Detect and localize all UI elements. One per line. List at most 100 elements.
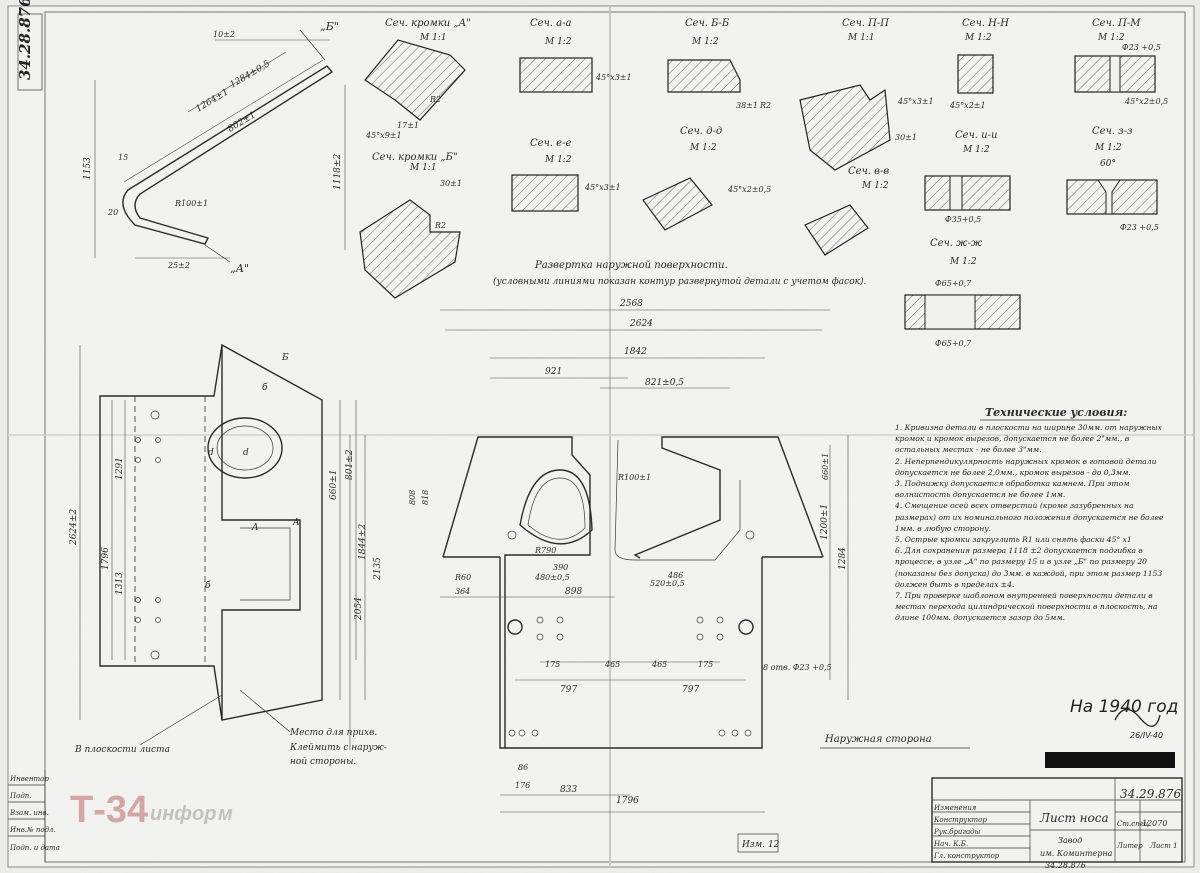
svg-text:Сеч. Н-Н: Сеч. Н-Н	[962, 18, 1009, 29]
section-d-d: Сеч. д-д М 1:2 45°x2±0,5	[642, 126, 771, 231]
svg-text:R2: R2	[759, 101, 771, 110]
svg-text:М 1:1: М 1:1	[847, 33, 875, 43]
svg-text:М 1:2: М 1:2	[949, 257, 977, 267]
section-edge-A: Сеч. кромки „А" М 1:1 45°x9±1 R2 17±1	[364, 18, 471, 140]
section-v-v: Сеч. в-в М 1:2	[804, 166, 889, 256]
svg-text:Изменения: Изменения	[933, 804, 977, 812]
svg-text:390: 390	[553, 563, 568, 572]
svg-text:797: 797	[682, 685, 699, 695]
svg-text:808: 808	[408, 490, 417, 505]
svg-text:R100±1: R100±1	[617, 473, 651, 482]
svg-text:1291: 1291	[115, 457, 125, 480]
svg-text:Сеч. д-д: Сеч. д-д	[680, 126, 722, 137]
svg-text:25±2: 25±2	[167, 261, 190, 270]
svg-text:Сеч. ж-ж: Сеч. ж-ж	[930, 238, 983, 249]
svg-text:1200±1: 1200±1	[820, 504, 830, 540]
tech-item: 4. Смещение осей всех отверстий (кроме з…	[895, 501, 1164, 533]
svg-text:1153: 1153	[83, 157, 93, 180]
signature-area: На 1940 год 26/IV-40	[1045, 697, 1178, 768]
development-note: (условными линиями показан контур развер…	[493, 276, 866, 287]
svg-text:60°: 60°	[1100, 159, 1116, 169]
svg-text:Сеч. е-е: Сеч. е-е	[530, 138, 571, 149]
svg-text:им. Коминтерна: им. Коминтерна	[1040, 849, 1113, 858]
svg-text:1284: 1284	[838, 547, 848, 570]
svg-text:1842: 1842	[624, 347, 647, 357]
svg-text:2624: 2624	[629, 319, 653, 329]
svg-text:Ф23 +0,5: Ф23 +0,5	[1120, 223, 1159, 232]
svg-text:2135: 2135	[373, 557, 383, 581]
svg-text:797: 797	[560, 685, 577, 695]
section-p-m: Сеч. П-М М 1:2 Ф23 +0,5 45°x2±0,5	[1074, 18, 1168, 106]
svg-text:б: б	[205, 580, 211, 591]
section-n-n: Сеч. Н-Н М 1:2 45°x2±1	[949, 18, 1009, 110]
svg-text:176: 176	[515, 781, 530, 790]
svg-text:R100±1: R100±1	[174, 199, 208, 208]
svg-text:М 1:1: М 1:1	[419, 33, 447, 43]
development-view: 2568 2624 1842 921 821±0,5 1796 898 833 …	[349, 299, 970, 813]
svg-text:Т-34: Т-34	[70, 789, 148, 831]
tech-item: 1. Кривизна детали в плоскости на ширине…	[895, 423, 1162, 455]
margin-label: Взам. инв.	[9, 809, 49, 817]
svg-text:486: 486	[667, 571, 683, 580]
rotated-drawing-number: 34.28.876	[16, 0, 34, 80]
svg-text:15: 15	[118, 153, 128, 162]
svg-text:38±1: 38±1	[736, 101, 758, 110]
svg-text:Место для прихв.: Место для прихв.	[289, 728, 377, 738]
svg-text:Ст.спец: Ст.спец	[1117, 820, 1149, 828]
svg-text:821±0,5: 821±0,5	[645, 378, 684, 388]
svg-text:520±0,5: 520±0,5	[650, 579, 685, 588]
section-b-b: Сеч. Б-Б М 1:2 38±1 R2	[667, 18, 771, 110]
bore-note: 8 отв. Ф23 +0,5	[763, 663, 832, 672]
svg-text:d: d	[243, 448, 249, 458]
svg-text:М 1:1: М 1:1	[409, 163, 437, 173]
svg-text:М 1:2: М 1:2	[861, 181, 889, 191]
svg-text:Сеч. кромки „А": Сеч. кромки „А"	[385, 18, 471, 29]
svg-text:364: 364	[455, 587, 470, 596]
in-plane-label: В плоскости листа	[74, 745, 170, 755]
svg-text:45°x2±0,5: 45°x2±0,5	[727, 185, 771, 194]
redaction-bar	[1045, 752, 1175, 768]
svg-text:R2: R2	[429, 95, 441, 104]
svg-text:Сеч. и-и: Сеч. и-и	[955, 130, 997, 141]
svg-text:М 1:2: М 1:2	[544, 155, 572, 165]
svg-text:инфор: инфор	[150, 803, 216, 825]
tech-item: 2. Неперпендикулярность наружных кромок …	[895, 456, 1157, 477]
svg-text:Сеч. Б-Б: Сеч. Б-Б	[685, 18, 730, 29]
svg-text:175: 175	[545, 660, 560, 669]
svg-text:1118±2: 1118±2	[333, 154, 343, 190]
svg-text:Сеч. кромки „Б": Сеч. кромки „Б"	[372, 152, 458, 163]
outer-side-label: Наружная сторона	[824, 734, 932, 745]
side-view: 2624±2 1796 1313 1291 660±1 1844±2 801±2…	[69, 343, 387, 767]
svg-text:45°x9±1: 45°x9±1	[365, 131, 402, 140]
svg-text:12070: 12070	[1142, 819, 1167, 828]
margin-label: Инв.№ подл.	[9, 826, 56, 834]
svg-text:Ф35+0,5: Ф35+0,5	[945, 215, 981, 224]
svg-text:М 1:2: М 1:2	[691, 37, 719, 47]
svg-text:Клеймить с наруж-: Клеймить с наруж-	[289, 743, 387, 753]
svg-text:„Б": „Б"	[320, 20, 339, 33]
svg-text:М 1:2: М 1:2	[689, 143, 717, 153]
svg-text:45°x2±0,5: 45°x2±0,5	[1124, 97, 1168, 106]
svg-text:A: A	[251, 523, 259, 533]
tech-heading: Технические условия:	[985, 406, 1127, 419]
svg-text:20: 20	[107, 208, 118, 217]
section-p-p: Сеч. П-П М 1:1 45°x3±1 30±1	[799, 18, 934, 171]
svg-text:ной стороны.: ной стороны.	[290, 757, 356, 767]
svg-text:818: 818	[421, 490, 430, 505]
svg-text:Изм. 12: Изм. 12	[741, 840, 780, 850]
svg-text:45°x3±1: 45°x3±1	[897, 97, 934, 106]
section-i-i: Сеч. и-и М 1:2 Ф35+0,5	[924, 130, 1011, 224]
section-e-e: Сеч. е-е М 1:2 45°x3±1	[511, 138, 621, 212]
svg-text:660±1: 660±1	[329, 470, 339, 500]
section-zh-zh: Сеч. ж-ж М 1:2 Ф65+0,7 Ф65+0,7	[904, 238, 1021, 348]
section-edge-B: Сеч. кромки „Б" М 1:1 R2 30±1	[359, 152, 462, 299]
svg-text:175: 175	[698, 660, 713, 669]
svg-text:45°x3±1: 45°x3±1	[584, 183, 621, 192]
svg-text:М 1:2: М 1:2	[1097, 33, 1125, 43]
svg-text:465: 465	[604, 660, 620, 669]
section-z-z: Сеч. з-з М 1:2 60° Ф23 +0,5	[1066, 126, 1159, 232]
svg-text:Ф65+0,7: Ф65+0,7	[935, 339, 972, 348]
svg-text:Гл. конструктор: Гл. конструктор	[933, 852, 1000, 860]
svg-text:17±1: 17±1	[397, 121, 419, 130]
